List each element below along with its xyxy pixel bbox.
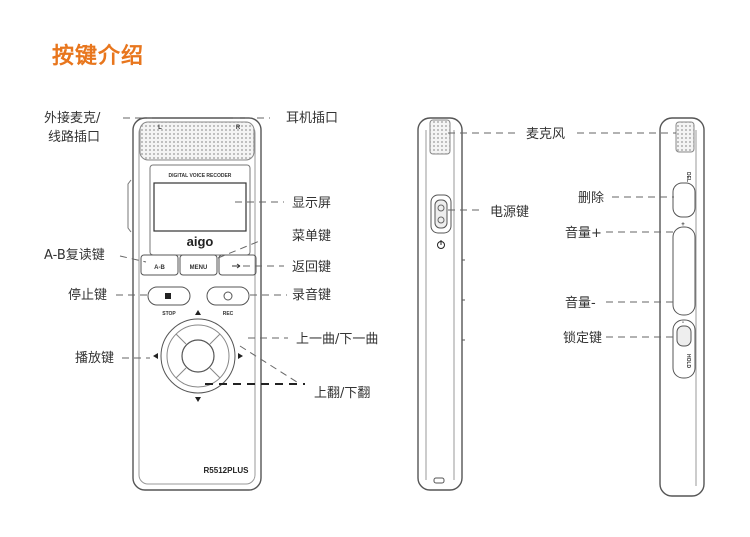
label-headphone: 耳机插口 [286,111,338,126]
label-vol-down: 音量- [565,295,596,311]
back-arrow-icon [232,263,241,269]
front-view [127,117,262,491]
power-switch [430,194,452,234]
menu-button-label: MENU [190,265,208,271]
microphone-grille-right [675,121,695,153]
ab-button [140,254,179,276]
callout-lines [116,117,676,385]
nav-right-icon [238,353,243,359]
model-name: R5512PLUS [204,466,250,475]
bottom-port [433,477,445,484]
label-delete: 删除 [578,191,604,206]
label-line-in: 线路插口 [48,129,100,145]
back-button [218,254,257,276]
rec-icon [223,291,233,301]
nav-down-icon [195,397,201,402]
label-page-updown: 上翻/下翻 [314,386,370,401]
labels: 外接麦克/ 线路插口 耳机插口 显示屏 菜单键 A-B复读键 返回键 停止键 录… [44,110,604,401]
label-microphone: 麦克风 [526,127,565,142]
mic-right-mark: R [236,125,241,131]
front-body [132,117,262,491]
mic-left-mark: L [158,125,162,131]
side-view-right-text: DEL + - HOLD [681,172,691,369]
label-menu-key: 菜单键 [292,229,331,244]
brand-logo: aigo [187,234,214,249]
nav-ring [160,318,236,394]
page-title: 按键介绍 [52,44,145,69]
label-lock-key: 锁定键 [563,330,602,346]
minus-mark: - [682,320,684,326]
label-display: 显示屏 [292,196,331,211]
label-back-key: 返回键 [292,260,331,275]
stop-icon [165,293,171,299]
label-prev-next: 上一曲/下一曲 [296,332,378,347]
rec-button-label: REC [223,311,234,317]
label-rec-key: 录音键 [292,287,331,303]
stop-button [147,286,191,306]
label-ext-mic: 外接麦克/ [44,110,101,126]
label-vol-up: 音量+ [565,225,602,241]
label-power-key: 电源键 [490,205,529,220]
nav-up-icon [195,310,201,315]
del-mark: DEL [685,172,691,182]
volume-rocker [672,226,696,316]
side-view-right [659,117,705,497]
screen-caption: DIGITAL VOICE RECODER [169,173,232,179]
menu-button [179,254,218,276]
front-view-text: L R DIGITAL VOICE RECODER aigo A-B MENU … [154,125,249,475]
label-ab-repeat: A-B复读键 [44,248,105,263]
label-stop-key: 停止键 [68,287,107,303]
nav-left-icon [153,353,158,359]
mic-grille [139,121,255,161]
display-screen [153,182,247,232]
rec-button [206,286,250,306]
stop-button-label: STOP [162,311,176,317]
label-play-key: 播放键 [75,351,114,366]
ab-button-label: A-B [154,265,165,271]
side-view-left [417,117,465,491]
delete-button [672,182,696,218]
hold-switch [672,319,696,379]
plus-mark: + [681,222,685,228]
hold-mark: HOLD [685,354,691,369]
play-button [181,339,215,373]
microphone-grille [429,119,451,155]
